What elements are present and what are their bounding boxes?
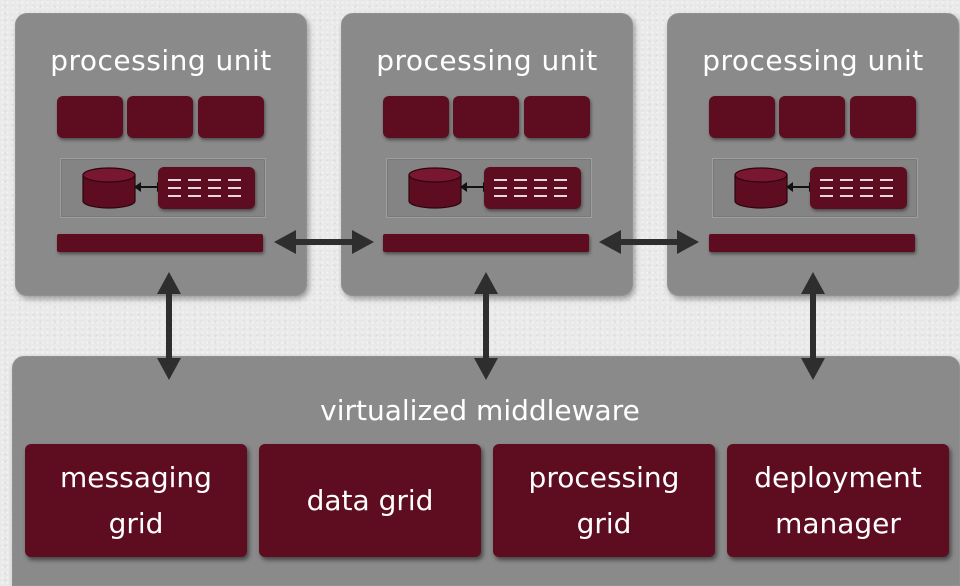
processing-grid-box: processing grid (493, 444, 715, 557)
middleware-title: virtualized middleware (320, 394, 640, 427)
deployment-manager-box: deployment manager (727, 444, 949, 557)
box-label-line1: messaging (60, 460, 212, 494)
data-table-block (158, 167, 255, 209)
double-arrow-icon (474, 272, 498, 380)
data-table-block (810, 167, 907, 209)
service-block (524, 96, 590, 138)
box-label-line1: data grid (306, 483, 434, 517)
service-block (453, 96, 519, 138)
service-block (709, 96, 775, 138)
service-block (779, 96, 845, 138)
messaging-bar (383, 234, 589, 252)
service-block (850, 96, 916, 138)
data-table-block (484, 167, 581, 209)
data-space-frame (60, 158, 266, 218)
processing-unit-2: processing unit (341, 13, 633, 296)
service-block (383, 96, 449, 138)
service-block (57, 96, 123, 138)
database-icon (82, 167, 136, 209)
processing-unit-1: processing unit (15, 13, 307, 296)
database-icon (408, 167, 462, 209)
messaging-grid-box: messaging grid (25, 444, 247, 557)
database-icon (734, 167, 788, 209)
double-arrow-icon (801, 272, 825, 380)
service-block (198, 96, 264, 138)
box-label-line2: grid (108, 506, 164, 540)
messaging-bar (709, 234, 915, 252)
service-block (127, 96, 193, 138)
data-space-frame (712, 158, 918, 218)
messaging-bar (57, 234, 263, 252)
double-arrow-icon (157, 272, 181, 380)
processing-unit-3: processing unit (667, 13, 959, 296)
processing-unit-title: processing unit (50, 44, 272, 77)
box-label-line1: processing (528, 460, 680, 494)
box-label-line2: manager (775, 506, 901, 540)
data-grid-box: data grid (259, 444, 481, 557)
double-arrow-icon (274, 230, 374, 254)
data-space-frame (386, 158, 592, 218)
double-arrow-icon (599, 230, 699, 254)
box-label-line1: deployment (754, 460, 922, 494)
box-label-line2: grid (576, 506, 632, 540)
processing-unit-title: processing unit (702, 44, 924, 77)
processing-unit-title: processing unit (376, 44, 598, 77)
